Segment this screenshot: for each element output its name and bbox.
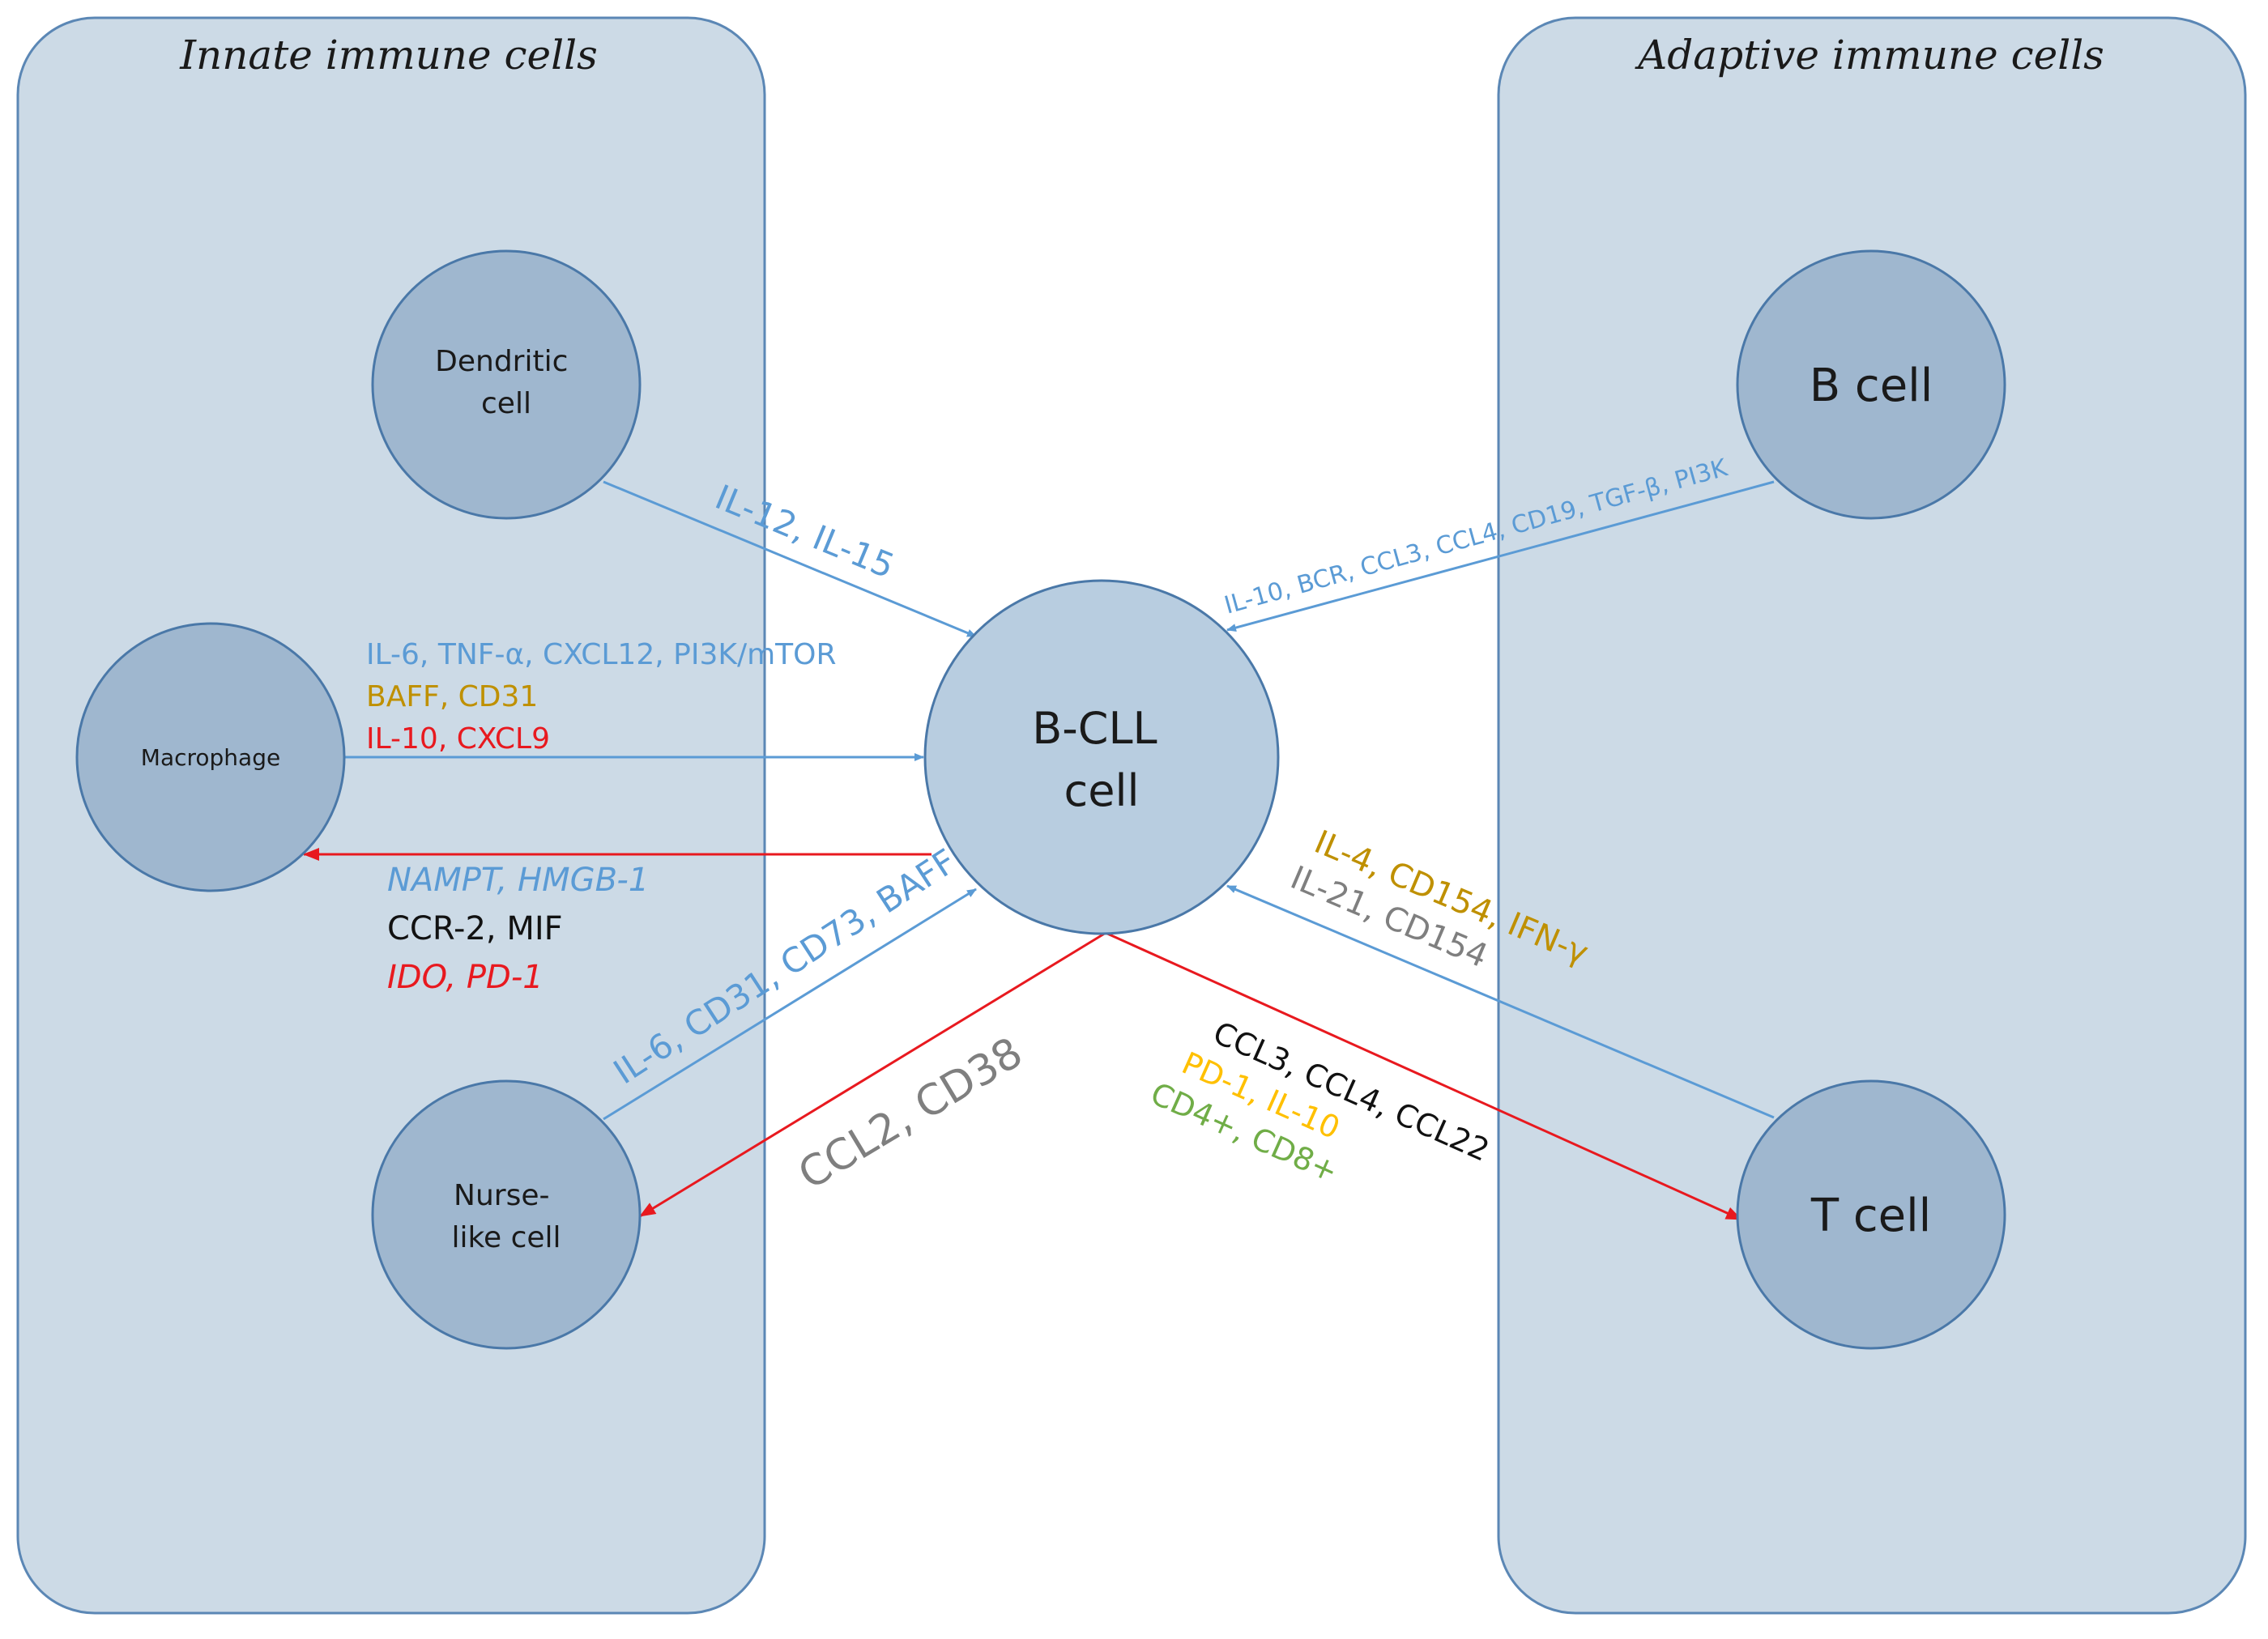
macrophage-to-bcll-line1: IL-6, TNF-α, CXCL12, PI3K/mTOR [366, 638, 837, 671]
nurse-cell-label-line2: like cell [451, 1221, 561, 1254]
macrophage-to-bcll-line3: IL-10, CXCL9 [366, 722, 550, 756]
b-cell-label: B cell [1810, 360, 1933, 412]
nurse-like-cell: Nurse- like cell [371, 1079, 642, 1350]
label-bcll-to-macrophage: NAMPT, HMGB-1 CCR-2, MIF IDO, PD-1 [387, 862, 659, 996]
t-cell: T cell [1736, 1079, 2006, 1350]
label-macrophage-to-bcll: IL-6, TNF-α, CXCL12, PI3K/mTOR BAFF, CD3… [366, 638, 846, 756]
svg-text:B-CLL cell: B-CLL cell [1032, 703, 1171, 816]
nurse-cell-label-line1: Nurse- [454, 1179, 549, 1212]
arrow-bcell-to-bcll [1226, 480, 1775, 632]
t-cell-label: T cell [1810, 1190, 1931, 1242]
innate-panel-title: Innate immune cells [179, 32, 597, 79]
bcll-to-macrophage-line3: IDO, PD-1 [387, 959, 544, 996]
label-bcll-to-tcell: CCL3, CCL4, CCL22 PD-1, IL-10 CD4+, CD8+ [1145, 1002, 1503, 1246]
bcll-cell-label-line2: cell [1064, 765, 1140, 816]
macrophage-to-bcll-line2: BAFF, CD31 [366, 680, 538, 713]
arrow-bcll-to-nurse [639, 931, 1106, 1218]
b-cell: B cell [1736, 249, 2006, 520]
svg-text:Dendritic cell: Dendritic cell [435, 345, 578, 420]
macrophage-cell: Macrophage [75, 622, 346, 892]
bcll-to-macrophage-line1: NAMPT, HMGB-1 [387, 862, 649, 899]
arrow-bcll-to-tcell [1105, 931, 1742, 1221]
arrow-tcell-to-bcll [1226, 884, 1775, 1119]
macrophage-label: Macrophage [141, 744, 280, 771]
bcll-to-macrophage-line2: CCR-2, MIF [387, 910, 563, 947]
adaptive-panel [1497, 16, 2247, 1615]
dendritic-cell-label-line1: Dendritic [435, 345, 568, 378]
arrow-dendritic-to-bcll [603, 480, 977, 638]
bcll-cell: B-CLL cell [923, 579, 1280, 935]
adaptive-panel-title: Adaptive immune cells [1635, 32, 2104, 79]
svg-text:Nurse- like cell: Nurse- like cell [451, 1179, 561, 1254]
label-bcll-to-nurse: CCL2, CD38 [791, 1028, 1031, 1199]
svg-text:CCL3, CCL4, CCL22 PD-1,: CCL3, CCL4, CCL22 PD-1, IL-10 CD4+, CD8+ [1145, 1002, 1503, 1246]
dendritic-cell-label-line2: cell [481, 387, 531, 420]
arrow-nurse-to-bcll [603, 888, 977, 1121]
bcll-cell-label-line1: B-CLL [1032, 703, 1157, 754]
dendritic-cell: Dendritic cell [371, 249, 642, 520]
